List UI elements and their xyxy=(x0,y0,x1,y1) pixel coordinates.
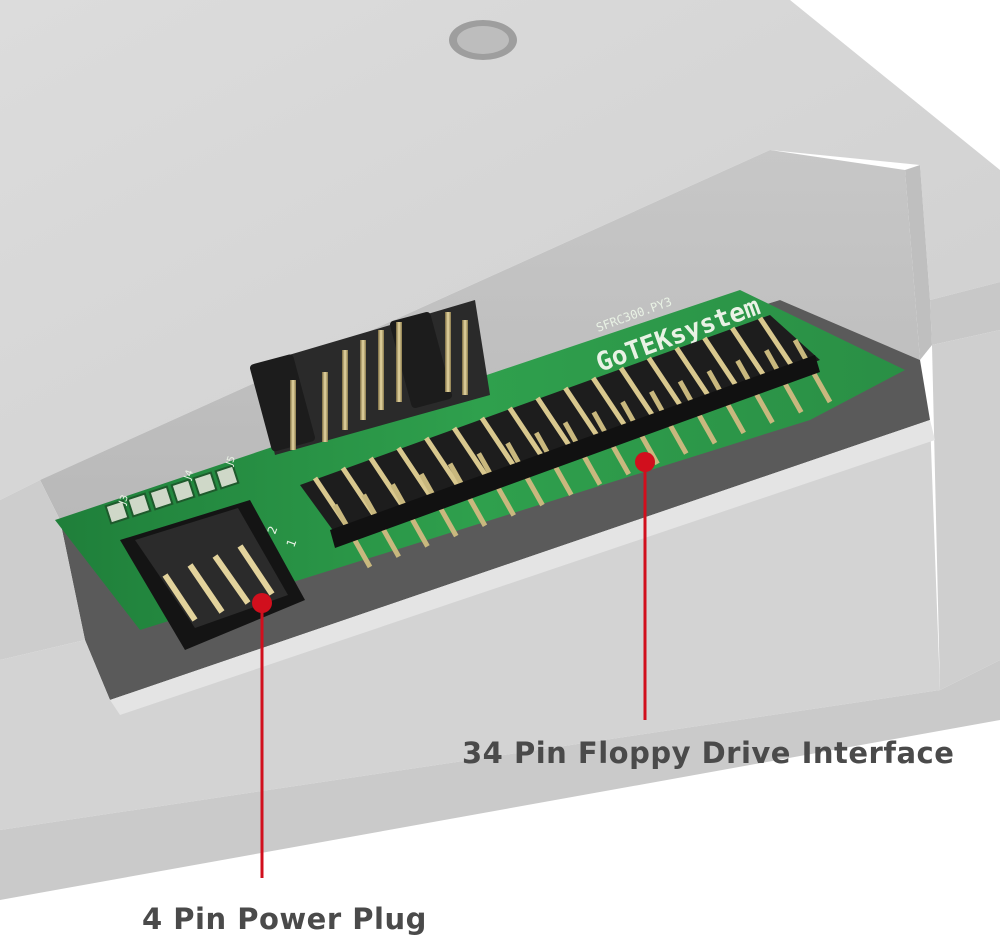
floppy-interface-label: 34 Pin Floppy Drive Interface xyxy=(462,736,955,770)
case-top-surface xyxy=(0,0,1000,500)
pointer-power-plug xyxy=(252,593,272,878)
floppy-34-pin-header xyxy=(300,315,833,569)
case-front-face xyxy=(0,420,1000,900)
pointer-floppy-interface xyxy=(635,452,655,720)
jumper-label-j3: J3 xyxy=(117,494,131,507)
power-pin-1-label: 1 xyxy=(284,537,300,549)
case-right-block xyxy=(905,165,1000,690)
solder-pads xyxy=(104,464,240,525)
power-pin-2-label: 2 xyxy=(265,524,281,536)
jumper-label-j5: J5 xyxy=(224,455,238,468)
jumper-label-j4: J4 xyxy=(182,469,196,482)
power-plug-label: 4 Pin Power Plug xyxy=(142,902,427,936)
power-plug-4-pin xyxy=(120,500,305,650)
jumper-header xyxy=(250,300,490,455)
